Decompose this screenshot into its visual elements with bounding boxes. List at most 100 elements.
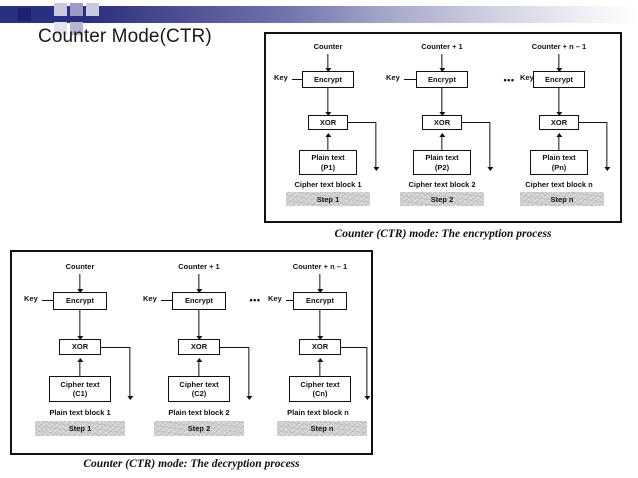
- header-accent-bar: [0, 6, 638, 23]
- plaintext-to-xor-arrow: [558, 134, 560, 150]
- ciphertext-to-xor-arrow: [198, 359, 200, 376]
- xor-box: XOR: [299, 339, 341, 355]
- plaintext-box-line2: (P1): [320, 162, 336, 172]
- ciphertext-box-line1: Cipher text: [300, 379, 340, 389]
- counter-label: Counter + n – 1: [292, 262, 348, 271]
- ciphertext-box-line2: (Cn): [312, 389, 328, 398]
- counter-to-encrypt-arrow: [327, 54, 329, 71]
- encrypt-to-xor-arrow: [198, 310, 200, 339]
- key-label: Key: [274, 73, 288, 82]
- counter-label: Counter: [65, 262, 95, 271]
- ciphertext-box-line2: (C2): [191, 389, 207, 398]
- ciphertext-box: Cipher text (C2): [168, 376, 230, 402]
- plaintext-box-line1: Plain text: [542, 153, 576, 163]
- plaintext-to-xor-arrow: [327, 134, 329, 150]
- step-band: Step n: [520, 192, 604, 206]
- counter-to-encrypt-arrow: [558, 54, 560, 71]
- ciphertext-to-xor-arrow: [79, 359, 81, 376]
- step-band: Step 2: [400, 192, 484, 206]
- xor-output-horizontal: [579, 122, 607, 124]
- counter-to-encrypt-arrow: [441, 54, 443, 71]
- counter-to-encrypt-arrow: [79, 274, 81, 292]
- key-label: Key: [520, 73, 534, 82]
- step-label: Step 2: [430, 194, 454, 204]
- xor-output-down-arrow: [489, 122, 491, 170]
- ciphertext-box: Cipher text (Cn): [289, 376, 351, 402]
- encrypt-box: Encrypt: [533, 71, 585, 88]
- deco-square-light-1: [54, 3, 67, 16]
- key-to-encrypt-arrow: [161, 300, 182, 302]
- key-label: Key: [386, 73, 400, 82]
- encryption-diagram-caption: Counter (CTR) mode: The encryption proce…: [334, 228, 552, 240]
- xor-output-down-arrow: [606, 122, 608, 170]
- encrypt-to-xor-arrow: [558, 88, 560, 115]
- plaintext-box: Plain text (Pn): [530, 150, 588, 175]
- ciphertext-box-line2: (C1): [72, 389, 88, 398]
- encrypt-box: Encrypt: [172, 292, 226, 310]
- key-label: Key: [143, 294, 157, 303]
- step-label: Step 1: [316, 194, 340, 204]
- step-label: Step 2: [187, 424, 211, 433]
- deco-square-light-2: [86, 3, 99, 16]
- ciphertext-block-label: Cipher text block 2: [408, 180, 476, 189]
- encrypt-box: Encrypt: [293, 292, 347, 310]
- encrypt-to-xor-arrow: [327, 88, 329, 115]
- plaintext-block-label: Plain text block n: [287, 408, 349, 417]
- deco-square-dark: [18, 8, 31, 21]
- xor-box: XOR: [539, 115, 579, 130]
- deco-square-mid: [70, 3, 83, 16]
- plaintext-block-label: Plain text block 2: [168, 408, 230, 417]
- plaintext-box-line1: Plain text: [311, 153, 345, 163]
- encrypt-to-xor-arrow: [441, 88, 443, 115]
- deco-square-pale-1: [54, 22, 67, 35]
- plaintext-box: Plain text (P1): [299, 150, 357, 175]
- counter-label: Counter + n – 1: [531, 42, 587, 51]
- xor-output-down-arrow: [129, 347, 131, 399]
- step-band: Step 2: [154, 421, 244, 436]
- plaintext-box-line1: Plain text: [425, 153, 459, 163]
- encrypt-box: Encrypt: [53, 292, 107, 310]
- plaintext-block-label: Plain text block 1: [49, 408, 111, 417]
- decryption-diagram-panel: Counter Key Encrypt XOR Cipher text (C1)…: [10, 250, 373, 455]
- encrypt-box: Encrypt: [302, 71, 354, 88]
- plaintext-box: Plain text (P2): [413, 150, 471, 175]
- counter-label: Counter + 1: [178, 262, 220, 271]
- ciphertext-block-label: Cipher text block n: [525, 180, 593, 189]
- key-to-encrypt-arrow: [42, 300, 63, 302]
- deco-square-pale-2: [70, 22, 83, 35]
- xor-output-horizontal: [348, 122, 376, 124]
- key-label: Key: [24, 294, 38, 303]
- xor-output-down-arrow: [366, 347, 368, 399]
- step-label: Step n: [310, 424, 334, 433]
- ellipsis-separator: •••: [249, 295, 261, 305]
- plaintext-to-xor-arrow: [441, 134, 443, 150]
- ciphertext-to-xor-arrow: [319, 359, 321, 376]
- xor-output-horizontal: [220, 347, 249, 349]
- encryption-diagram-panel: Counter Key Encrypt XOR Plain text (P1) …: [264, 32, 622, 223]
- ellipsis-separator: •••: [503, 75, 515, 85]
- ciphertext-block-label: Cipher text block 1: [294, 180, 362, 189]
- xor-output-down-arrow: [248, 347, 250, 399]
- ciphertext-box-line1: Cipher text: [179, 379, 219, 389]
- encrypt-to-xor-arrow: [319, 310, 321, 339]
- xor-box: XOR: [422, 115, 462, 130]
- ciphertext-box-line1: Cipher text: [60, 379, 100, 389]
- step-band: Step n: [277, 421, 367, 436]
- encrypt-to-xor-arrow: [79, 310, 81, 339]
- ciphertext-box: Cipher text (C1): [49, 376, 111, 402]
- xor-output-horizontal: [462, 122, 490, 124]
- page-title: Counter Mode(CTR): [38, 26, 212, 47]
- decryption-diagram-caption: Counter (CTR) mode: The decryption proce…: [83, 458, 300, 470]
- counter-label: Counter + 1: [421, 42, 463, 51]
- step-label: Step 1: [68, 424, 92, 433]
- step-label: Step n: [550, 194, 574, 204]
- xor-box: XOR: [308, 115, 348, 130]
- xor-box: XOR: [59, 339, 101, 355]
- xor-output-horizontal: [101, 347, 130, 349]
- counter-to-encrypt-arrow: [319, 274, 321, 292]
- xor-output-horizontal: [341, 347, 367, 349]
- xor-output-down-arrow: [375, 122, 377, 170]
- counter-to-encrypt-arrow: [198, 274, 200, 292]
- step-band: Step 1: [286, 192, 370, 206]
- key-to-encrypt-arrow: [404, 79, 426, 81]
